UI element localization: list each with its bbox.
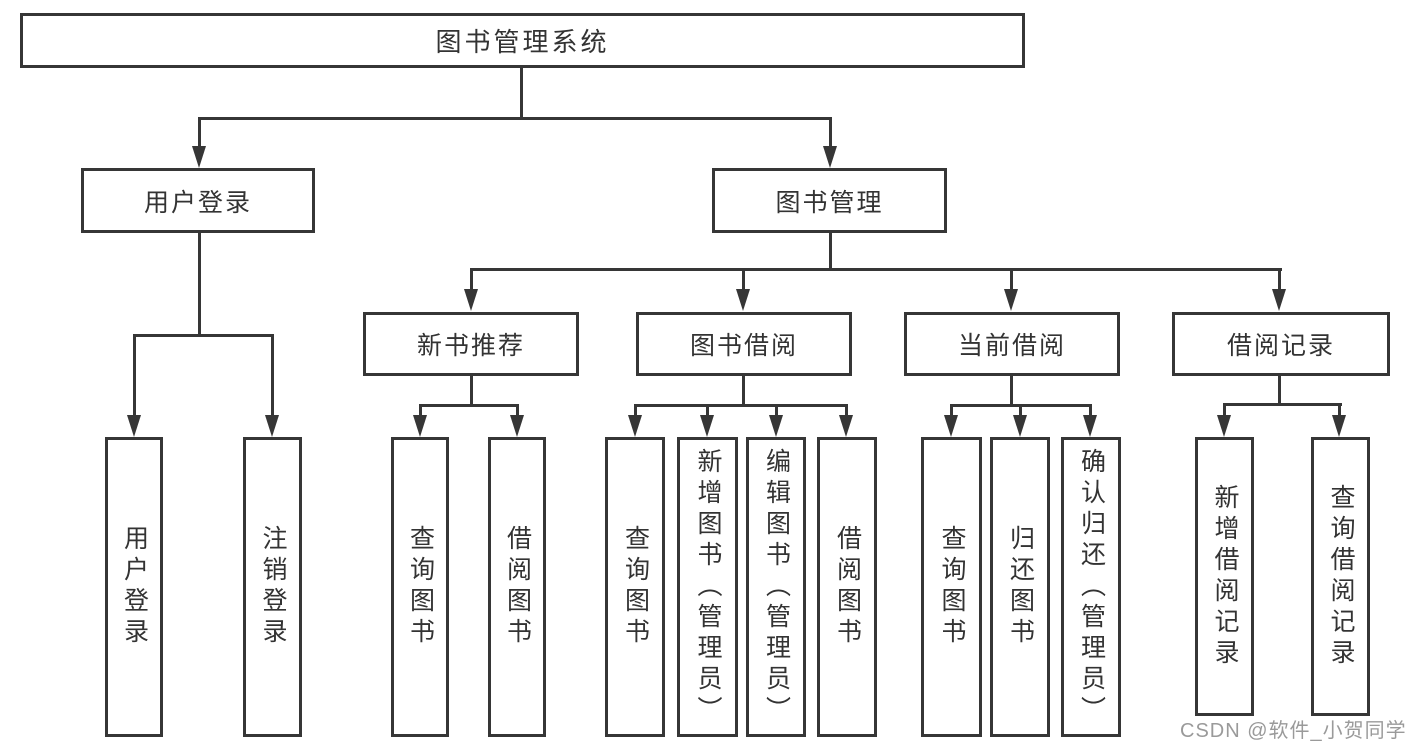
node-current-query-book: 查询图书 — [921, 437, 982, 737]
connector-line — [1089, 404, 1092, 416]
node-recommend-query-book: 查询图书 — [391, 437, 449, 737]
node-root: 图书管理系统 — [20, 13, 1025, 68]
csdn-watermark: CSDN @软件_小贺同学 — [1180, 720, 1405, 742]
node-borrowing-borrow-book: 借阅图书 — [817, 437, 877, 737]
node-root-label: 图书管理系统 — [435, 27, 610, 57]
arrow-down-icon — [127, 415, 141, 437]
node-borrowing-query-book-label: 查询图书 — [621, 525, 650, 649]
arrow-down-icon — [823, 146, 837, 168]
connector-line — [271, 334, 274, 415]
connector-line — [775, 404, 778, 416]
connector-line — [829, 117, 832, 148]
arrow-down-icon — [769, 415, 783, 437]
connector-line — [516, 404, 519, 416]
node-add-book-admin: 新增图书（管理员） — [677, 437, 738, 737]
node-book-management-label: 图书管理 — [775, 188, 884, 217]
node-return-book: 归还图书 — [990, 437, 1050, 737]
arrow-down-icon — [1272, 289, 1286, 311]
node-current-query-book-label: 查询图书 — [938, 525, 966, 649]
connector-line — [1010, 268, 1013, 291]
arrow-down-icon — [265, 415, 279, 437]
node-recommend-borrow-book: 借阅图书 — [488, 437, 546, 737]
node-user-login-action: 用户登录 — [105, 437, 163, 737]
arrow-down-icon — [1217, 415, 1231, 437]
arrow-down-icon — [1004, 289, 1018, 311]
node-user-login-action-label: 用户登录 — [120, 525, 149, 649]
arrow-down-icon — [510, 415, 524, 437]
connector-line — [470, 268, 1282, 271]
connector-line — [845, 404, 848, 416]
node-recommend-borrow-book-label: 借阅图书 — [503, 525, 532, 649]
connector-line — [198, 117, 201, 148]
connector-line — [470, 268, 473, 291]
connector-line — [470, 375, 473, 406]
arrow-down-icon — [628, 415, 642, 437]
arrow-down-icon — [700, 415, 714, 437]
node-current-borrowing: 当前借阅 — [904, 312, 1120, 376]
connector-line — [634, 404, 637, 416]
node-query-borrow-record-label: 查询借阅记录 — [1327, 483, 1355, 670]
connector-line — [419, 404, 422, 416]
connector-line — [706, 404, 709, 416]
connector-line — [1278, 375, 1281, 405]
connector-line — [742, 268, 745, 291]
connector-line — [1010, 375, 1013, 406]
node-edit-book-admin-label: 编辑图书（管理员） — [762, 447, 791, 727]
node-add-borrow-record: 新增借阅记录 — [1195, 437, 1254, 716]
node-new-book-recommend-label: 新书推荐 — [416, 332, 525, 360]
node-confirm-return-admin-label: 确认归还（管理员） — [1077, 447, 1106, 727]
node-book-borrowing: 图书借阅 — [636, 312, 852, 376]
arrow-down-icon — [1083, 415, 1097, 437]
node-confirm-return-admin: 确认归还（管理员） — [1061, 437, 1121, 737]
node-book-management: 图书管理 — [712, 168, 947, 233]
connector-line — [1338, 403, 1341, 416]
node-edit-book-admin: 编辑图书（管理员） — [746, 437, 806, 737]
arrow-down-icon — [944, 415, 958, 437]
connector-line — [133, 334, 274, 337]
connector-line — [198, 117, 832, 120]
connector-line — [950, 404, 953, 416]
arrow-down-icon — [464, 289, 478, 311]
node-add-borrow-record-label: 新增借阅记录 — [1211, 483, 1239, 670]
node-logout-action: 注销登录 — [243, 437, 302, 737]
connector-line — [742, 375, 745, 406]
node-recommend-query-book-label: 查询图书 — [406, 525, 435, 649]
connector-line — [829, 231, 832, 271]
connector-line — [1223, 403, 1342, 406]
arrow-down-icon — [1332, 415, 1346, 437]
arrow-down-icon — [192, 146, 206, 168]
node-logout-action-label: 注销登录 — [259, 525, 287, 649]
connector-line — [1019, 404, 1022, 416]
connector-line — [1278, 268, 1281, 291]
connector-line — [520, 68, 523, 118]
arrow-down-icon — [736, 289, 750, 311]
node-user-login: 用户登录 — [81, 168, 315, 233]
connector-line — [1223, 403, 1226, 416]
node-borrowing-query-book: 查询图书 — [605, 437, 665, 737]
arrow-down-icon — [839, 415, 853, 437]
connector-line — [634, 404, 848, 407]
connector-line — [198, 233, 201, 336]
arrow-down-icon — [1013, 415, 1027, 437]
node-book-borrowing-label: 图书借阅 — [689, 332, 798, 360]
node-borrow-records: 借阅记录 — [1172, 312, 1390, 376]
node-current-borrowing-label: 当前借阅 — [957, 332, 1066, 360]
node-borrowing-borrow-book-label: 借阅图书 — [833, 525, 862, 649]
node-new-book-recommend: 新书推荐 — [363, 312, 579, 376]
connector-line — [419, 404, 519, 407]
node-return-book-label: 归还图书 — [1006, 525, 1035, 649]
node-add-book-admin-label: 新增图书（管理员） — [694, 447, 722, 727]
connector-line — [133, 334, 136, 415]
node-query-borrow-record: 查询借阅记录 — [1311, 437, 1370, 716]
node-user-login-label: 用户登录 — [143, 188, 252, 217]
arrow-down-icon — [413, 415, 427, 437]
node-borrow-records-label: 借阅记录 — [1226, 332, 1335, 360]
